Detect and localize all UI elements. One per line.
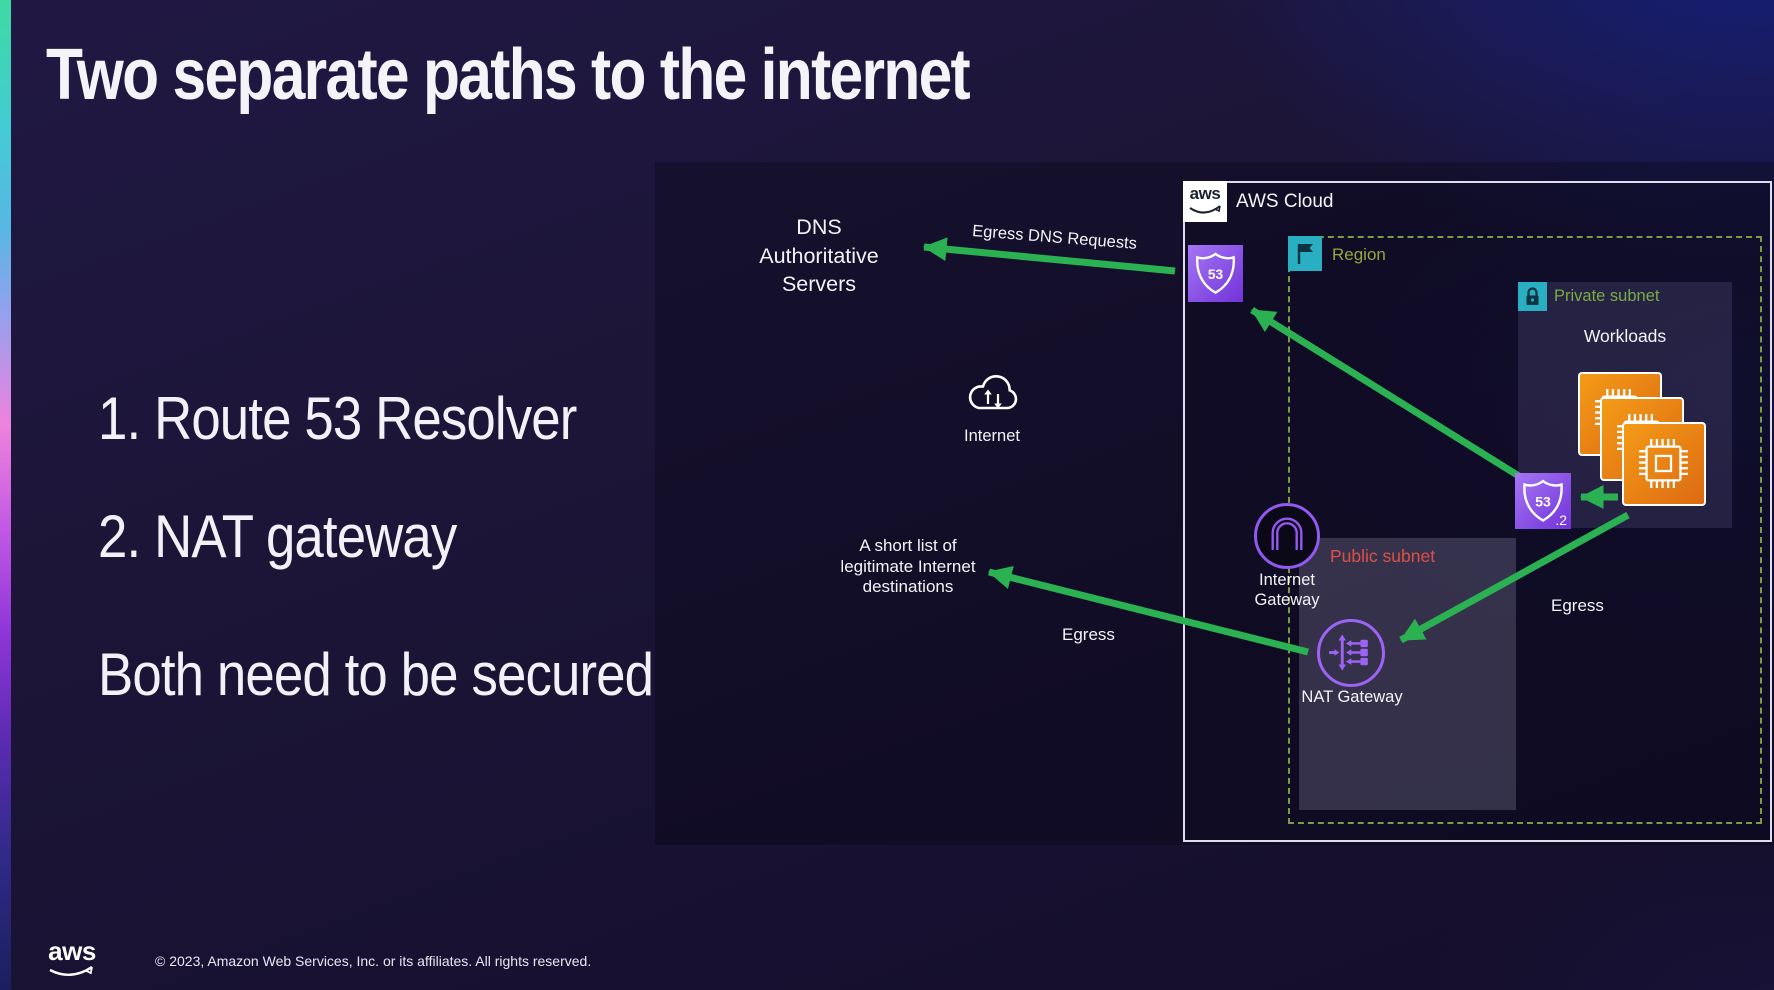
- aws-footer-logo-text: aws: [48, 936, 96, 966]
- bullet-nat-gateway: 2. NAT gateway: [98, 503, 457, 570]
- resolver-endpoint-number: 53: [1535, 494, 1551, 510]
- dns-authoritative-servers-label: DNS Authoritative Servers: [759, 215, 879, 296]
- route53-number: 53: [1208, 267, 1224, 282]
- region-flag-icon: [1288, 236, 1322, 271]
- route53-resolver-icon: 53: [1188, 245, 1243, 302]
- route53-resolver-endpoint-icon: 53 .2: [1515, 473, 1571, 529]
- private-subnet-label: Private subnet: [1554, 287, 1660, 305]
- nat-gateway-label: NAT Gateway: [1301, 688, 1403, 706]
- internet-cloud-icon: [963, 372, 1023, 416]
- nat-gateway-icon: [1317, 619, 1385, 687]
- aws-logo-text: aws: [1189, 184, 1221, 203]
- statement-both-secured: Both need to be secured: [98, 641, 654, 708]
- bullet-route53-resolver: 1. Route 53 Resolver: [98, 385, 577, 452]
- workloads-label: Workloads: [1583, 326, 1667, 346]
- resolver-endpoint-suffix: .2: [1555, 512, 1567, 528]
- workload-chip-icon: [1622, 422, 1706, 506]
- footer-copyright: © 2023, Amazon Web Services, Inc. or its…: [155, 953, 592, 969]
- egress-nat-label: Egress: [1062, 625, 1115, 644]
- aws-footer-logo: aws: [44, 936, 100, 982]
- public-subnet-label: Public subnet: [1330, 546, 1436, 566]
- aws-footer-smile-icon: [49, 965, 93, 976]
- edge-gradient-stripe: [0, 0, 11, 990]
- internet-label: Internet: [964, 427, 1020, 445]
- internet-gateway-label: Internet Gateway: [1254, 571, 1320, 610]
- aws-logo-smile-icon: [1189, 205, 1221, 214]
- egress-workloads-label: Egress: [1551, 596, 1604, 615]
- region-label: Region: [1332, 245, 1386, 264]
- aws-cloud-label: AWS Cloud: [1236, 191, 1334, 212]
- short-list-destinations-label: A short list of legitimate Internet dest…: [840, 536, 976, 596]
- internet-gateway-icon: [1254, 503, 1320, 569]
- private-subnet-lock-icon: [1518, 282, 1547, 311]
- aws-logo: aws: [1183, 181, 1227, 222]
- page-title: Two separate paths to the internet: [46, 35, 971, 115]
